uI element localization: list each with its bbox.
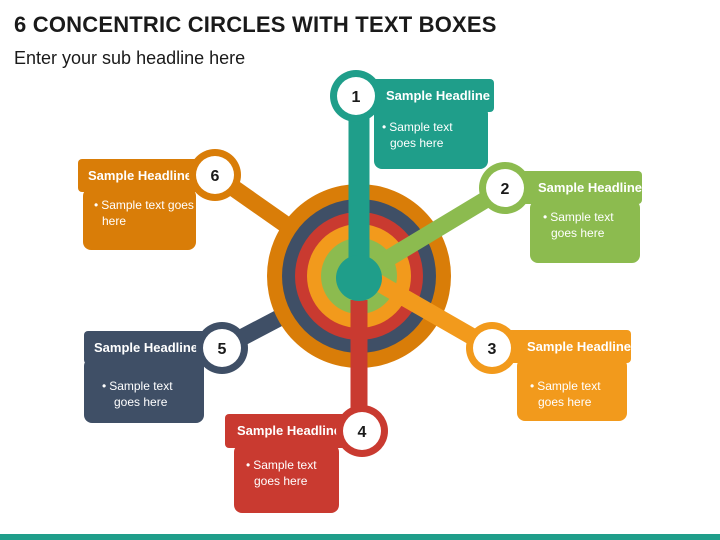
- item-3-number: 3: [488, 341, 497, 358]
- item-6-number: 6: [211, 168, 220, 185]
- item-1-number: 1: [352, 89, 361, 106]
- item-4-text-line1: •Sample text: [246, 458, 317, 472]
- item-2-text-line2: goes here: [551, 226, 605, 240]
- item-4-number: 4: [358, 424, 367, 441]
- item-1-headline: Sample Headline: [386, 88, 490, 103]
- item-2: Sample Headline 2 •Sample text goes here: [479, 162, 642, 263]
- item-3-headline-box: [497, 330, 631, 363]
- item-6-text-line2: here: [102, 214, 126, 228]
- item-4-headline: Sample Headline: [237, 423, 341, 438]
- item-6: Sample Headline 6 •Sample text goes here: [78, 149, 241, 250]
- item-3: Sample Headline 3 •Sample text goes here: [466, 322, 631, 421]
- item-5-text-line2: goes here: [114, 395, 168, 409]
- item-2-text-line1: •Sample text: [543, 210, 614, 224]
- item-1-number-badge: [337, 77, 375, 115]
- ring-center: [336, 255, 382, 301]
- item-4-number-badge: [343, 412, 381, 450]
- item-1-body-box: [374, 106, 488, 169]
- item-5-number: 5: [218, 341, 227, 358]
- arm-2: [354, 180, 510, 284]
- item-4-body-box: [234, 444, 339, 513]
- item-3-body-box: [517, 358, 627, 421]
- item-1-text-line1: •Sample text: [382, 120, 453, 134]
- item-4-text-line2: goes here: [254, 474, 308, 488]
- item-6-body-box: [83, 188, 196, 250]
- item-1-text-line2: goes here: [390, 136, 444, 150]
- item-1-headline-box: [362, 79, 494, 112]
- item-2-headline: Sample Headline: [538, 180, 642, 195]
- item-4: Sample Headline 4 •Sample text goes here: [225, 405, 388, 513]
- item-6-number-badge: [196, 156, 234, 194]
- item-5: Sample Headline 5 •Sample text goes here: [84, 322, 248, 423]
- item-2-number: 2: [501, 181, 510, 198]
- item-5-number-badge: [203, 329, 241, 367]
- item-5-headline-box: [84, 331, 214, 364]
- item-4-headline-box: [225, 414, 355, 448]
- item-3-text-line1: •Sample text: [530, 379, 601, 393]
- item-6-text-line1: •Sample text goes: [94, 198, 194, 212]
- item-3-number-badge: [473, 329, 511, 367]
- item-5-body-box: [84, 358, 204, 423]
- item-1: Sample Headline 1 •Sample text goes here: [330, 70, 494, 169]
- page-title: 6 CONCENTRIC CIRCLES WITH TEXT BOXES: [14, 12, 497, 37]
- item-6-headline: Sample Headline: [88, 168, 192, 183]
- item-6-headline-box: [78, 159, 206, 192]
- item-2-number-badge: [486, 169, 524, 207]
- item-3-headline: Sample Headline: [527, 339, 631, 354]
- item-5-headline: Sample Headline: [94, 340, 198, 355]
- bottom-accent-bar: [0, 534, 720, 540]
- item-2-body-box: [530, 200, 640, 263]
- item-2-headline-box: [510, 171, 642, 204]
- item-5-text-line1: •Sample text: [102, 379, 173, 393]
- item-3-text-line2: goes here: [538, 395, 592, 409]
- page-subtitle: Enter your sub headline here: [14, 48, 246, 68]
